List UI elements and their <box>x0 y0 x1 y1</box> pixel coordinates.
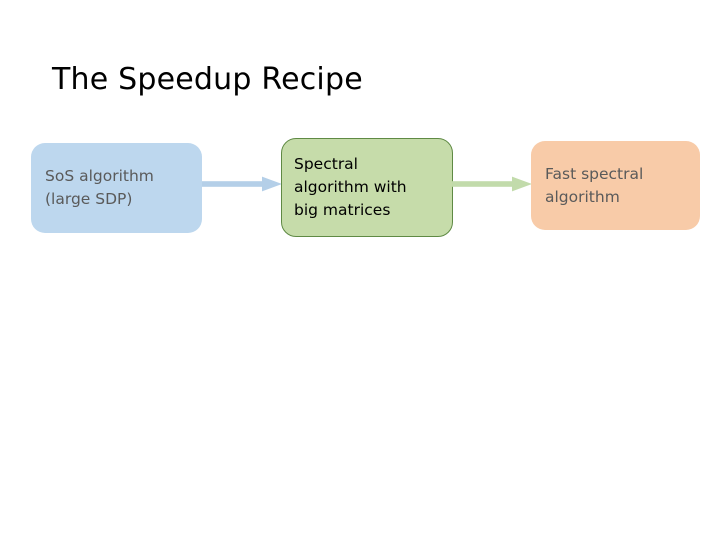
page-title: The Speedup Recipe <box>52 62 363 97</box>
flow-arrow-spectral-to-fast <box>452 176 532 192</box>
flow-node-sos-algorithm[interactable]: SoS algorithm (large SDP) <box>31 143 202 233</box>
flow-arrow-sos-to-spectral <box>202 176 282 192</box>
flow-node-label: Fast spectral algorithm <box>545 164 644 206</box>
flow-node-label: SoS algorithm (large SDP) <box>45 167 154 208</box>
flow-node-fast-spectral-algorithm[interactable]: Fast spectral algorithm <box>531 141 700 230</box>
flow-node-spectral-algorithm[interactable]: Spectral algorithm with big matrices <box>281 138 453 237</box>
flow-node-label: Spectral algorithm with big matrices <box>294 155 407 219</box>
